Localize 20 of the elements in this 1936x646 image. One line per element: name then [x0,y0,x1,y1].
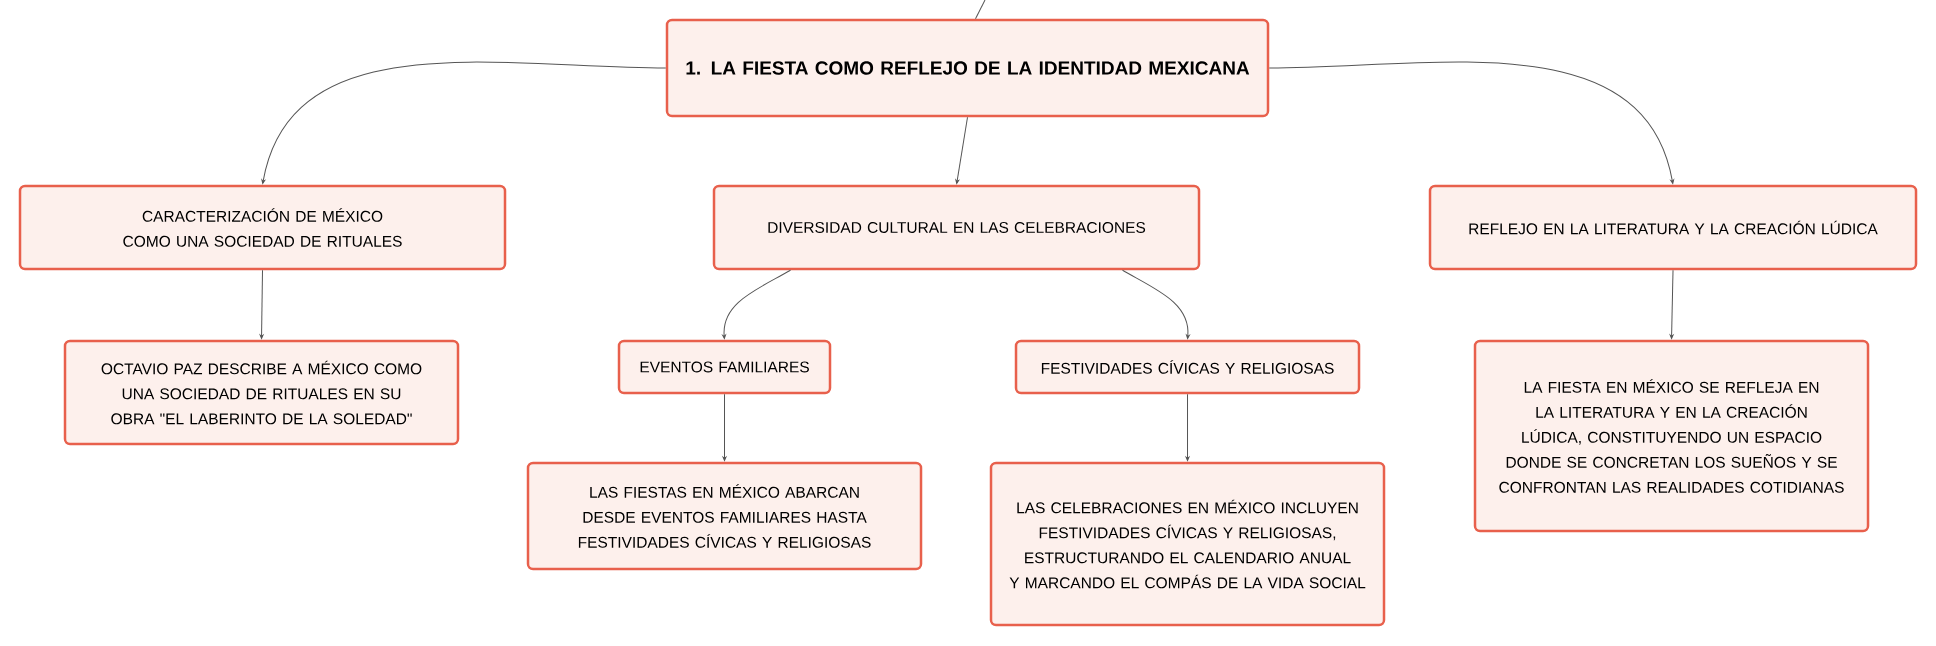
connector-arrow [1185,393,1190,461]
connector-arrow [722,269,791,339]
connector-arrow [261,61,667,184]
connector-arrow [1268,61,1675,184]
connector-arrow [955,116,968,184]
topic-box: CARACTERIZACIÓN DE MÉXICO COMO UNA SOCIEDAD DE RITUALES [18,184,507,271]
topic-box: LAS CELEBRACIONES EN MÉXICO INCLUYEN FESTIVIDADES CÍVICAS Y RELIGIOSAS, ESTRUCTURANDO EL CALENDARIO ANUAL Y MARCANDO EL COMPÁS DE LA VIDA SOCIAL [989,461,1386,627]
connector-line [975,0,986,20]
connector-arrow [722,393,727,461]
main-topic-box: 1. LA FIESTA COMO REFLEJO DE LA IDENTIDAD MEXICANA [665,18,1270,118]
topic-box: FESTIVIDADES CÍVICAS Y RELIGIOSAS [1014,339,1361,395]
topic-box: DIVERSIDAD CULTURAL EN LAS CELEBRACIONES [712,184,1201,271]
connector-arrow [1122,269,1190,339]
topic-box: LA FIESTA EN MÉXICO SE REFLEJA EN LA LITERATURA Y EN LA CREACIÓN LÚDICA, CONSTITUYENDO UN ESPACIO DONDE SE CONCRETAN LOS SUEÑOS Y SE CONFRONTAN LAS REALIDADES COTIDIANAS [1473,339,1870,533]
topic-box: EVENTOS FAMILIARES [617,339,832,395]
connector-arrow [1669,269,1674,339]
topic-box: LAS FIESTAS EN MÉXICO ABARCAN DESDE EVENTOS FAMILIARES HASTA FESTIVIDADES CÍVICAS Y RELIGIOSAS [526,461,923,571]
connector-arrow [259,269,264,339]
topic-box: OCTAVIO PAZ DESCRIBE A MÉXICO COMO UNA SOCIEDAD DE RITUALES EN SU OBRA "EL LABERINTO DE LA SOLEDAD" [63,339,460,446]
topic-box: REFLEJO EN LA LITERATURA Y LA CREACIÓN LÚDICA [1428,184,1918,271]
